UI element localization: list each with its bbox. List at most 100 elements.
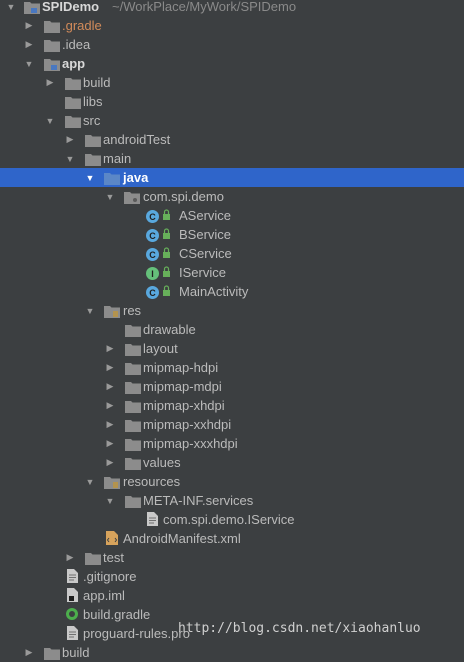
resource-folder-icon — [104, 303, 120, 319]
collapsed-arrow-icon[interactable]: ▶ — [66, 552, 74, 562]
lock-icon — [163, 247, 170, 258]
tree-row-mipmap-xxxhdpi[interactable]: ▶ mipmap-xxxhdpi — [0, 434, 464, 453]
expanded-arrow-icon[interactable]: ▼ — [45, 115, 55, 126]
collapsed-arrow-icon[interactable]: ▶ — [25, 39, 33, 49]
tree-row-resources[interactable]: ▼ resources — [0, 472, 464, 491]
folder-icon — [125, 417, 141, 433]
tree-row-layout[interactable]: ▶ layout — [0, 339, 464, 358]
tree-row-mipmap-hdpi[interactable]: ▶ mipmap-hdpi — [0, 358, 464, 377]
tree-row-manifest[interactable]: AndroidManifest.xml — [0, 529, 464, 548]
folder-icon — [125, 341, 141, 357]
expanded-arrow-icon[interactable]: ▼ — [6, 1, 16, 12]
tree-row-mipmap-mdpi[interactable]: ▶ mipmap-mdpi — [0, 377, 464, 396]
class-label: BService — [179, 227, 232, 242]
tree-row-build[interactable]: ▶ build — [0, 73, 464, 92]
tree-row-iservice[interactable]: I IService — [0, 263, 464, 282]
expanded-arrow-icon[interactable]: ▼ — [105, 495, 115, 506]
tree-row-libs[interactable]: libs — [0, 92, 464, 111]
folder-label: META-INF.services — [143, 493, 254, 508]
tree-row-mipmap-xhdpi[interactable]: ▶ mipmap-xhdpi — [0, 396, 464, 415]
folder-label: mipmap-xhdpi — [143, 398, 225, 413]
tree-row-idea[interactable]: ▶ .idea — [0, 35, 464, 54]
collapsed-arrow-icon[interactable]: ▶ — [106, 381, 114, 391]
collapsed-arrow-icon[interactable]: ▶ — [46, 77, 54, 87]
tree-row-gitignore[interactable]: .gitignore — [0, 567, 464, 586]
folder-label: mipmap-mdpi — [143, 379, 222, 394]
watermark-text: http://blog.csdn.net/xiaohanluo — [178, 621, 421, 636]
folder-icon — [65, 75, 81, 91]
tree-row-aservice[interactable]: C AService — [0, 206, 464, 225]
tree-row-src[interactable]: ▼ src — [0, 111, 464, 130]
class-label: MainActivity — [179, 284, 249, 299]
tree-row-java[interactable]: ▼ java — [0, 168, 464, 187]
folder-icon — [125, 436, 141, 452]
folder-label: mipmap-xxxhdpi — [143, 436, 238, 451]
tree-row-service-file[interactable]: com.spi.demo.IService — [0, 510, 464, 529]
tree-row-build-gradle[interactable]: build.gradle — [0, 605, 464, 624]
folder-label: mipmap-hdpi — [143, 360, 219, 375]
file-label: AndroidManifest.xml — [123, 531, 241, 546]
lock-icon — [163, 209, 170, 220]
tree-row-project-root[interactable]: ▼ SPIDemo ~/WorkPlace/MyWork/SPIDemo — [0, 0, 464, 16]
folder-label: libs — [83, 94, 103, 109]
text-file-icon — [67, 569, 78, 586]
tree-row-proguard[interactable]: proguard-rules.pro — [0, 624, 464, 643]
collapsed-arrow-icon[interactable]: ▶ — [106, 343, 114, 353]
tree-row-androidtest[interactable]: ▶ androidTest — [0, 130, 464, 149]
class-icon: C — [146, 284, 159, 299]
folder-icon — [44, 18, 60, 34]
folder-icon — [65, 113, 81, 129]
folder-icon — [125, 322, 141, 338]
tree-row-gradle[interactable]: ▶ .gradle — [0, 16, 464, 35]
expanded-arrow-icon[interactable]: ▼ — [65, 153, 75, 164]
tree-row-values[interactable]: ▶ values — [0, 453, 464, 472]
tree-row-test[interactable]: ▶ test — [0, 548, 464, 567]
collapsed-arrow-icon[interactable]: ▶ — [66, 134, 74, 144]
tree-row-main[interactable]: ▼ main — [0, 149, 464, 168]
class-icon: C — [146, 227, 159, 242]
expanded-arrow-icon[interactable]: ▼ — [85, 305, 95, 316]
folder-label: app — [62, 56, 86, 71]
folder-icon — [85, 550, 101, 566]
tree-row-cservice[interactable]: C CService — [0, 244, 464, 263]
file-label: app.iml — [83, 588, 125, 603]
tree-row-app-iml[interactable]: app.iml — [0, 586, 464, 605]
expanded-arrow-icon[interactable]: ▼ — [105, 191, 115, 202]
tree-row-drawable[interactable]: drawable — [0, 320, 464, 339]
collapsed-arrow-icon[interactable]: ▶ — [106, 457, 114, 467]
class-icon: C — [146, 246, 159, 261]
expanded-arrow-icon[interactable]: ▼ — [24, 58, 34, 69]
tree-row-meta-inf[interactable]: ▼ META-INF.services — [0, 491, 464, 510]
collapsed-arrow-icon[interactable]: ▶ — [106, 400, 114, 410]
expanded-arrow-icon[interactable]: ▼ — [85, 476, 95, 487]
tree-row-mainactivity[interactable]: C MainActivity — [0, 282, 464, 301]
class-icon: C — [146, 208, 159, 223]
collapsed-arrow-icon[interactable]: ▶ — [25, 20, 33, 30]
text-file-icon — [67, 626, 78, 643]
tree-row-package[interactable]: ▼ com.spi.demo — [0, 187, 464, 206]
folder-label: values — [143, 455, 181, 470]
folder-icon — [125, 398, 141, 414]
collapsed-arrow-icon[interactable]: ▶ — [25, 647, 33, 657]
collapsed-arrow-icon[interactable]: ▶ — [106, 362, 114, 372]
text-file-icon — [147, 512, 158, 529]
expanded-arrow-icon[interactable]: ▼ — [85, 172, 95, 183]
collapsed-arrow-icon[interactable]: ▶ — [106, 438, 114, 448]
tree-row-app[interactable]: ▼ app — [0, 54, 464, 73]
folder-icon — [125, 493, 141, 509]
gradle-icon — [65, 607, 79, 624]
tree-row-res[interactable]: ▼ res — [0, 301, 464, 320]
folder-label: mipmap-xxhdpi — [143, 417, 232, 432]
lock-icon — [163, 285, 170, 296]
folder-label: test — [103, 550, 124, 565]
file-label: .gitignore — [83, 569, 137, 584]
folder-icon — [85, 151, 101, 167]
package-label: com.spi.demo — [143, 189, 224, 204]
tree-row-bservice[interactable]: C BService — [0, 225, 464, 244]
collapsed-arrow-icon[interactable]: ▶ — [106, 419, 114, 429]
folder-label: layout — [143, 341, 178, 356]
file-label: build.gradle — [83, 607, 151, 622]
tree-row-mipmap-xxhdpi[interactable]: ▶ mipmap-xxhdpi — [0, 415, 464, 434]
source-folder-icon — [104, 170, 120, 186]
